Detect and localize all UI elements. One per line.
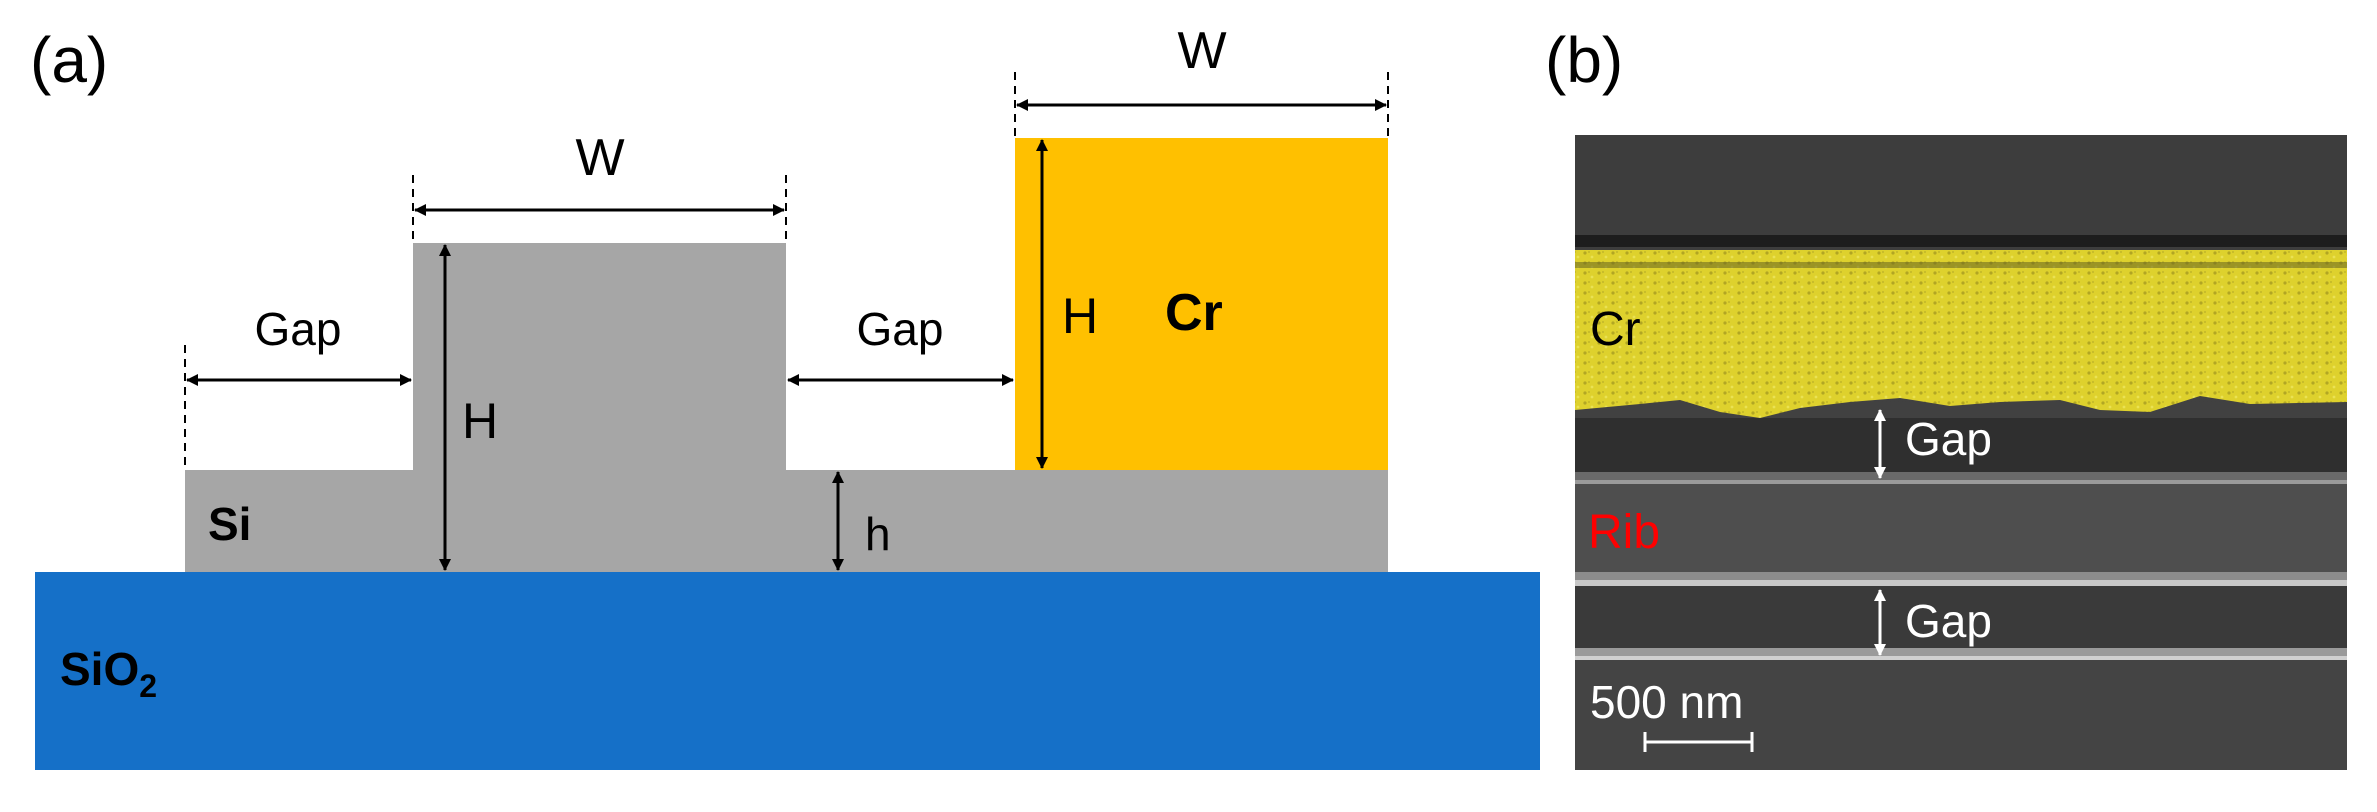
h-slab-label: h — [865, 508, 891, 560]
w-rib-label: W — [575, 129, 624, 187]
h-rib-label: H — [462, 393, 498, 449]
h-cr-label: H — [1062, 288, 1098, 344]
si-label: Si — [208, 498, 251, 550]
gap-bottom-label: Gap — [1905, 595, 1992, 647]
si-rib-waveguide — [185, 243, 1388, 572]
sio2-substrate — [35, 572, 1540, 770]
dimension-arrows — [186, 99, 1387, 571]
sio2-label-sub: 2 — [139, 668, 157, 704]
panel-a-label: (a) — [30, 24, 108, 96]
cr-label-a: Cr — [1165, 284, 1223, 342]
panel-b-label: (b) — [1545, 24, 1623, 96]
panel-b: (b) Cr Rib — [1545, 24, 2347, 770]
gap-left-label: Gap — [255, 303, 342, 355]
sem-image — [1575, 135, 2347, 770]
cr-label-b: Cr — [1590, 303, 1641, 356]
scale-bar-label: 500 nm — [1590, 676, 1743, 728]
sio2-label: SiO2 — [60, 643, 157, 704]
rib-label: Rib — [1588, 506, 1660, 559]
panel-a: (a) SiO2 Si Cr W — [30, 22, 1540, 770]
cr-block — [1015, 138, 1388, 470]
scale-bar — [1643, 732, 1754, 752]
gap-top-label: Gap — [1905, 413, 1992, 465]
gap-right-label: Gap — [857, 303, 944, 355]
cr-overlay — [1575, 250, 2347, 418]
w-cr-label: W — [1177, 22, 1226, 80]
sio2-label-main: SiO — [60, 643, 139, 695]
dimension-guides — [184, 72, 1389, 470]
